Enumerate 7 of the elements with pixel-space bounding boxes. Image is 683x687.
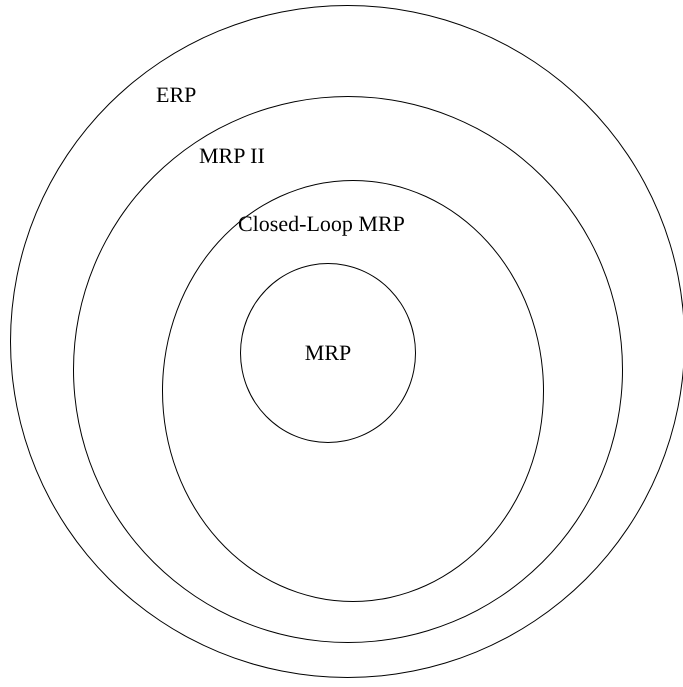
- circle-label: MRP II: [199, 145, 265, 167]
- circle: [240, 263, 416, 443]
- circle-label: Closed-Loop MRP: [238, 213, 405, 235]
- circle-label: ERP: [156, 84, 196, 106]
- circle-label: MRP: [304, 342, 352, 364]
- circle: [10, 5, 683, 678]
- circle: [162, 180, 544, 602]
